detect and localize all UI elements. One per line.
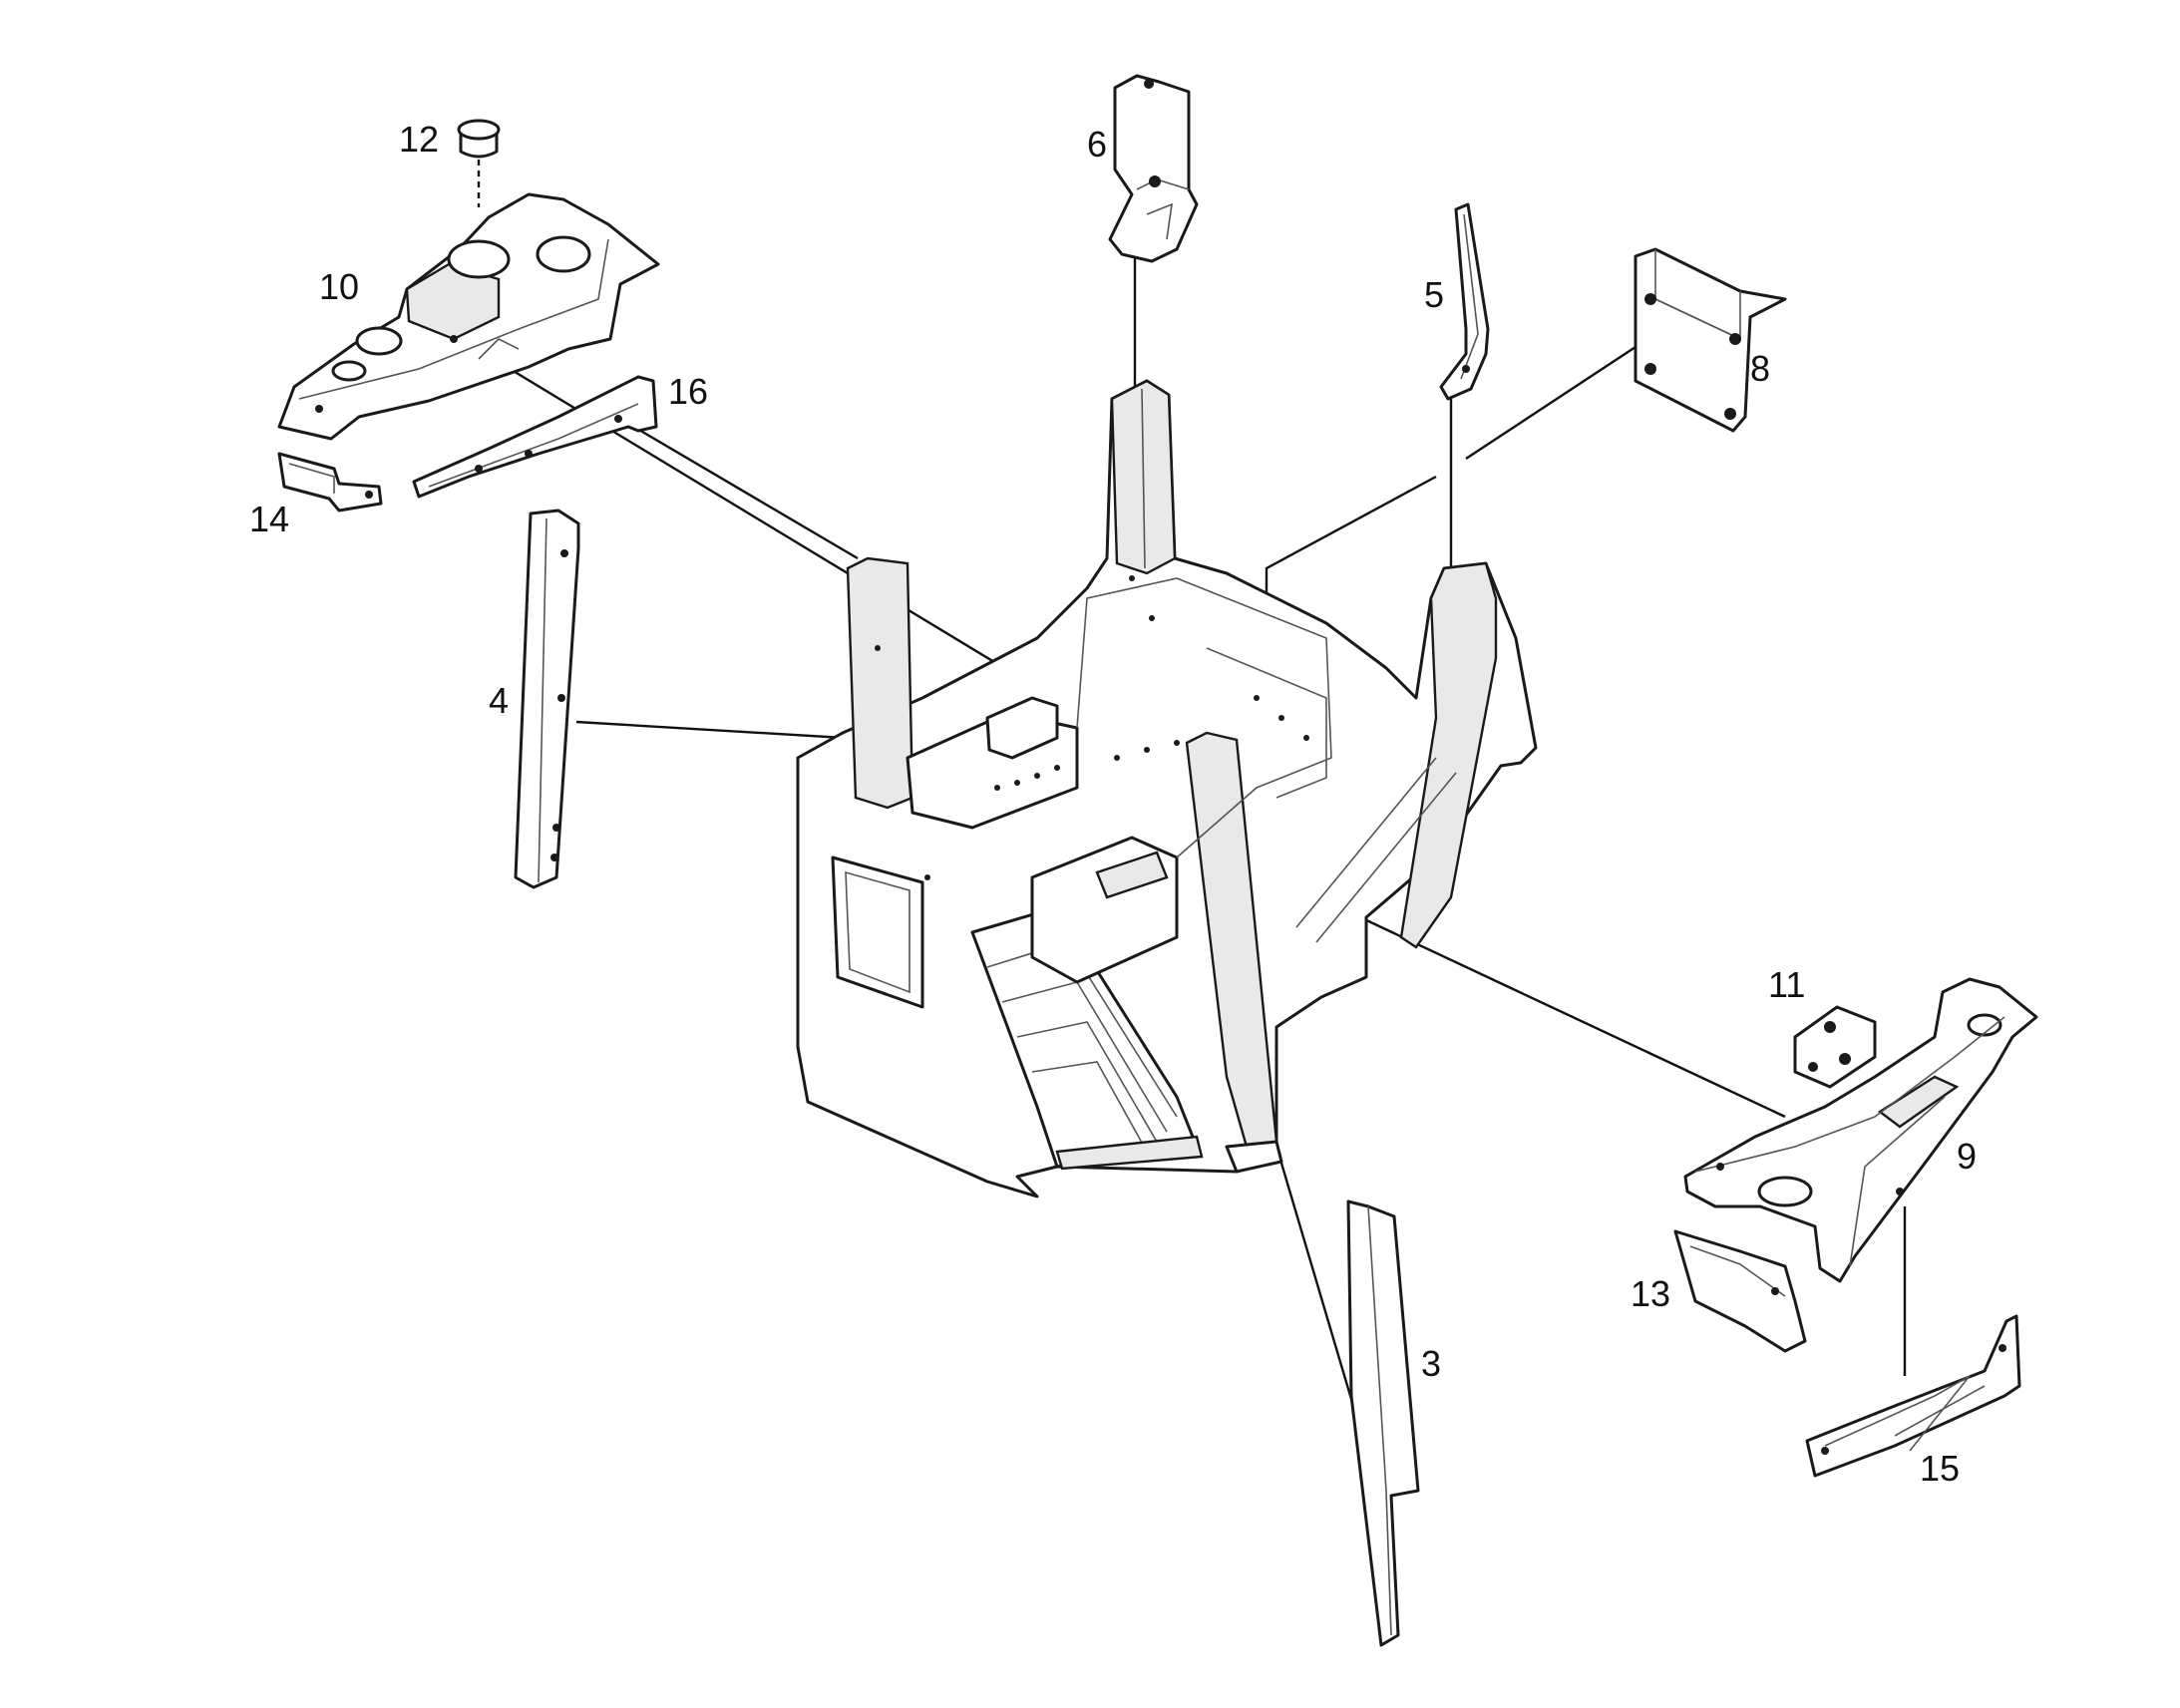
callout-10: 10 (319, 266, 359, 307)
leader-4 (575, 720, 879, 742)
part-15-base-plate (1805, 1314, 2021, 1478)
leader-8 (1465, 345, 1636, 461)
callout-8: 8 (1750, 348, 1770, 389)
inner-seat-rail (1095, 851, 1169, 899)
callout-labels: 3 4 5 6 8 9 10 11 12 13 14 15 16 (249, 119, 1977, 1489)
callout-15: 15 (1920, 1448, 1960, 1489)
callout-14: 14 (249, 499, 289, 539)
part-16-side-strip (412, 375, 658, 499)
back-wall (1076, 577, 1332, 858)
part-6-rear-pillar-cover (1108, 74, 1199, 263)
floor-step-plate (1055, 1135, 1204, 1171)
right-rear-pillar (1399, 561, 1498, 949)
part-12-cap (457, 119, 501, 159)
part-6-hole (1144, 79, 1154, 89)
cab-foot-left (1225, 1140, 1283, 1174)
part-14-small-bracket (277, 452, 383, 512)
part-4-left-pillar-trim (514, 509, 580, 889)
callout-6: 6 (1087, 124, 1107, 165)
part-5-rear-trim-strip (1439, 202, 1490, 401)
part-3-right-pillar-trim (1346, 1199, 1420, 1647)
back-wall-frame (1206, 647, 1327, 799)
left-window-inner (845, 870, 910, 994)
callout-11: 11 (1768, 964, 1805, 1005)
part-10-left-console (277, 192, 660, 441)
callout-4: 4 (489, 680, 509, 721)
callout-13: 13 (1631, 1273, 1670, 1314)
pillar-edge (1141, 388, 1146, 569)
cab-frame (796, 379, 1538, 1198)
callout-9: 9 (1957, 1136, 1977, 1177)
cab-shell (796, 379, 1538, 1198)
part-11-clamp (1793, 1005, 1877, 1089)
leader-16 (619, 417, 859, 560)
part-8-plate-bracket (1634, 247, 1787, 433)
right-diagonal-brace (1295, 757, 1457, 943)
left-window-frame (831, 855, 924, 1009)
callout-16: 16 (668, 371, 708, 412)
left-front-pillar (846, 556, 914, 810)
leader-lines (468, 160, 1907, 1417)
leader-10 (468, 342, 1038, 690)
callout-12: 12 (399, 119, 439, 160)
inner-console-box (985, 696, 1059, 760)
callout-5: 5 (1424, 274, 1444, 315)
part-9-slot (1877, 1075, 1960, 1129)
part-13-lower-cover (1673, 1229, 1807, 1353)
frame-rivets (875, 575, 1309, 880)
callout-3: 3 (1421, 1343, 1441, 1384)
part-9-right-console (1683, 977, 2038, 1283)
